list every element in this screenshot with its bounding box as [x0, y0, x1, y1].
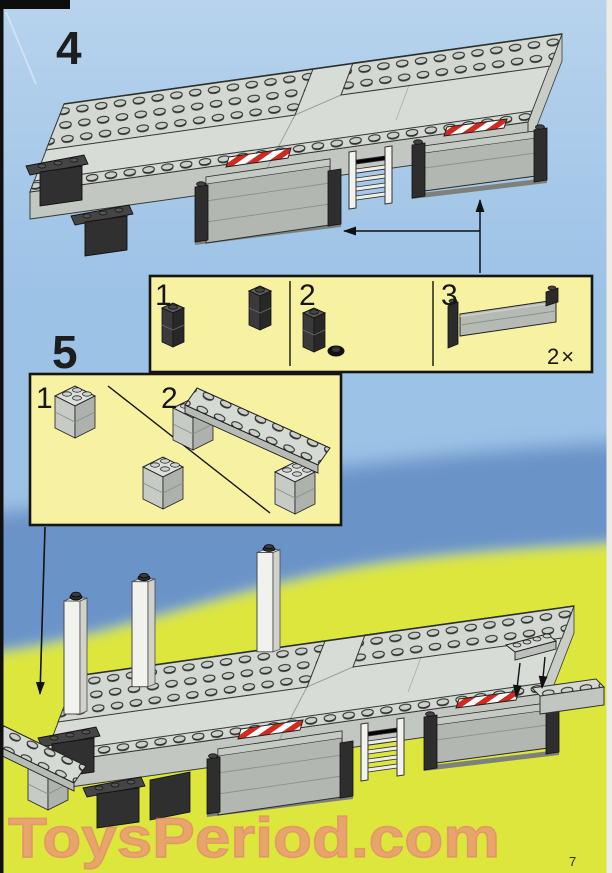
right-end-block — [530, 678, 606, 715]
inset-box-section2-label: 2 — [161, 382, 178, 415]
part-2x2-brick-stack — [54, 385, 96, 439]
attached-bench — [0, 725, 87, 811]
part-dark-brick-stack — [248, 285, 272, 331]
white-pillar — [131, 572, 156, 688]
white-pillar — [256, 544, 281, 653]
part-dark-brick-stack — [302, 307, 326, 353]
step5-inset-box — [28, 372, 343, 527]
box-diagonal-divider — [107, 385, 271, 514]
page-number: 7 — [569, 854, 576, 869]
inset-box-section1-label: 1 — [36, 382, 53, 415]
dark-support-brick — [149, 771, 191, 821]
white-pillar — [63, 591, 88, 715]
watermark: ToysPeriod.com — [8, 806, 500, 870]
step5-placement-arrow — [35, 526, 46, 695]
part-wall-with-black-ends — [447, 285, 559, 349]
scan-edge-right — [606, 0, 612, 873]
parts-box-section1-label: 1 — [155, 279, 172, 312]
step5-number: 5 — [52, 326, 78, 378]
step4-number: 4 — [56, 22, 82, 74]
scan-scratch — [5, 11, 37, 85]
parts-box-section3-label: 3 — [441, 279, 458, 312]
scan-edge-top — [0, 0, 70, 9]
part-2x2-brick-stack — [142, 456, 184, 510]
scan-edge-left — [0, 0, 4, 873]
step4-arrows — [343, 199, 485, 273]
bench-subassembly — [172, 387, 331, 515]
step4-parts-box — [148, 274, 594, 374]
quantity-label: 2× — [547, 344, 576, 369]
parts-box-section2-label: 2 — [299, 279, 316, 312]
floating-plate — [504, 633, 558, 698]
